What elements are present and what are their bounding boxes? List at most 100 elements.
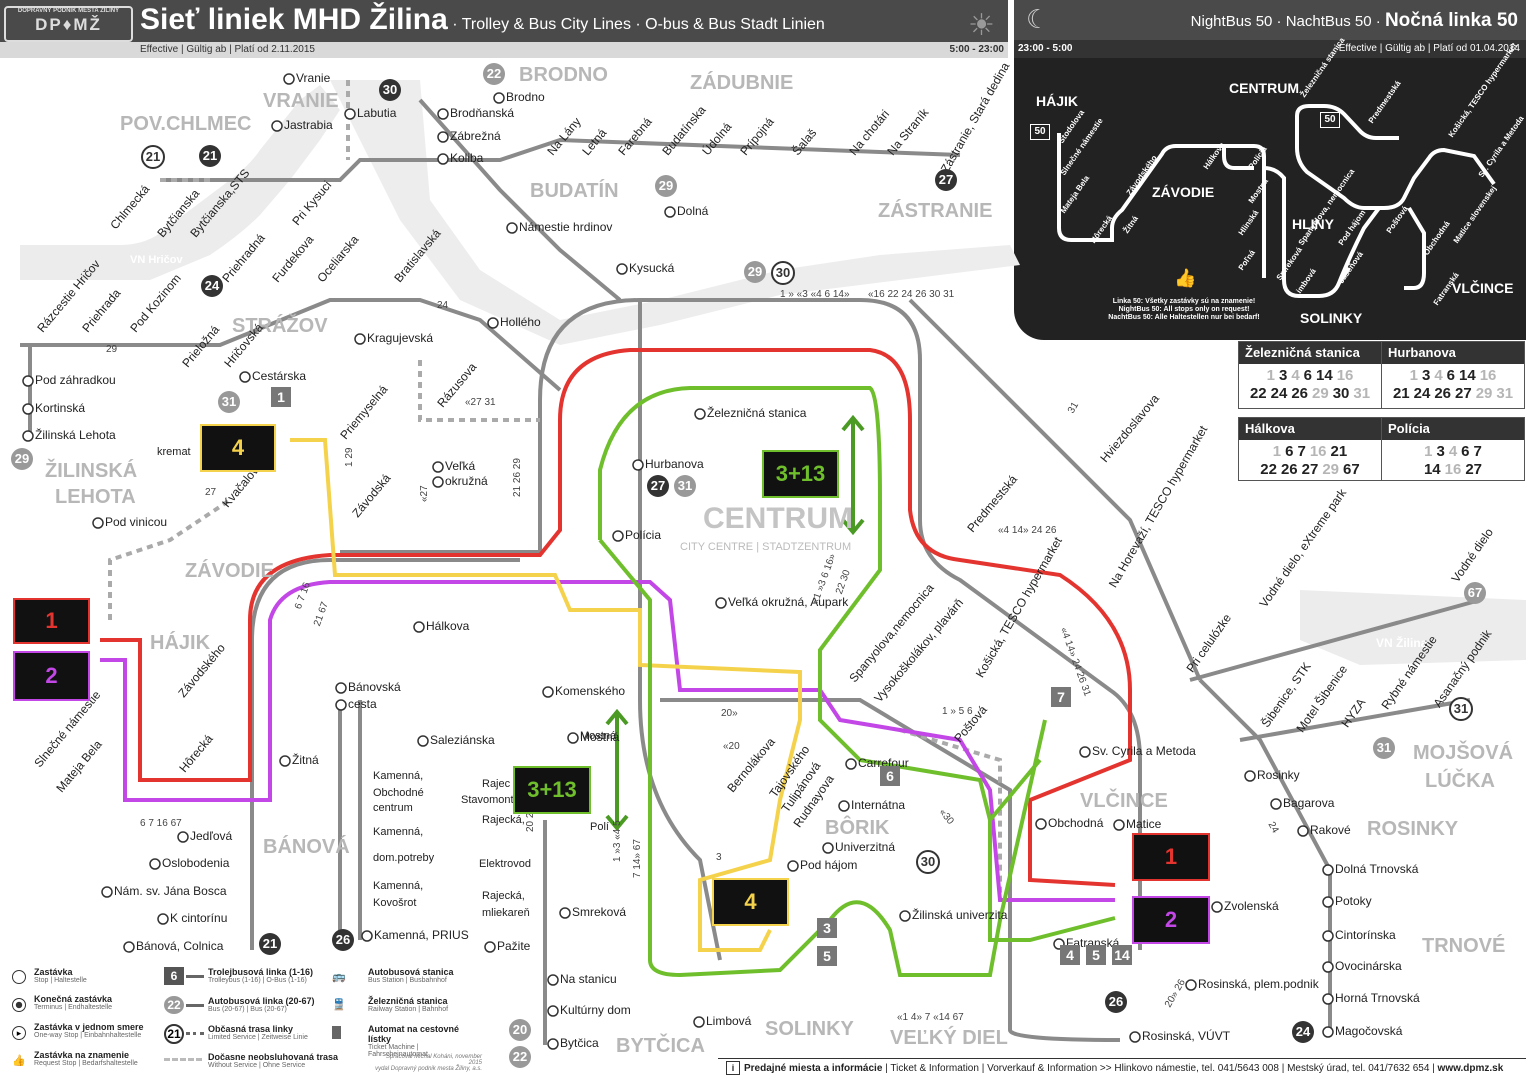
stop-label[interactable]: Pri Kysuci xyxy=(289,178,335,228)
stop-dot[interactable] xyxy=(437,153,449,165)
stop-dot[interactable] xyxy=(493,92,505,104)
stop-dot[interactable] xyxy=(22,403,34,415)
stop-label[interactable]: Prípojná xyxy=(737,114,777,158)
stop-dot[interactable] xyxy=(838,800,850,812)
stop-label[interactable]: Smreková xyxy=(572,905,627,919)
stop-label[interactable]: Na Straník xyxy=(884,105,932,158)
stop-dot[interactable] xyxy=(361,930,373,942)
stop-label[interactable]: Bytčianska,STS xyxy=(187,166,253,240)
stop-dot[interactable] xyxy=(506,222,518,234)
stop-dot[interactable] xyxy=(1244,770,1256,782)
stop-label[interactable]: Brodno xyxy=(506,90,545,104)
stop-label[interactable]: Jastrabia xyxy=(284,118,333,132)
stop-label[interactable]: Rakové xyxy=(1310,823,1351,837)
stop-label[interactable]: Vranie xyxy=(296,71,331,85)
stop-label[interactable]: Kortinská xyxy=(35,401,86,415)
stop-dot[interactable] xyxy=(1322,1026,1334,1038)
stop-dot[interactable] xyxy=(1322,930,1334,942)
stop-dot[interactable] xyxy=(559,907,571,919)
stop-label[interactable]: Zástranie, Stará dedina xyxy=(937,59,1013,175)
stop-dot[interactable] xyxy=(177,831,189,843)
stop-label[interactable]: Nám. sv. Jána Bosca xyxy=(114,884,227,898)
stop-label[interactable]: Magočovská xyxy=(1335,1024,1403,1038)
stop-label[interactable]: Na Lány xyxy=(544,114,584,158)
stop-label[interactable]: Žitná xyxy=(292,753,319,767)
stop-label[interactable]: Obchodná xyxy=(1048,816,1104,830)
stop-label[interactable]: Zábrežná xyxy=(450,129,501,143)
stop-label[interactable]: Železničná stanica xyxy=(707,406,807,420)
stop-label[interactable]: Žilinská univerzita xyxy=(912,908,1008,922)
stop-label[interactable]: cesta xyxy=(348,697,377,711)
stop-label[interactable]: Komenského xyxy=(555,684,626,698)
stop-dot[interactable] xyxy=(547,1038,559,1050)
stop-label[interactable]: Pod hájom xyxy=(800,858,858,872)
stop-dot[interactable] xyxy=(542,686,554,698)
stop-label[interactable]: Oceliarska xyxy=(314,232,362,285)
stop-label[interactable]: Závodská xyxy=(349,471,394,520)
stop-dot[interactable] xyxy=(1322,961,1334,973)
stop-label[interactable]: Bytčica xyxy=(560,1036,599,1050)
stop-dot[interactable] xyxy=(271,120,283,132)
stop-label[interactable]: Veľká okružná, Aupark xyxy=(728,595,849,609)
stop-dot[interactable] xyxy=(149,858,161,870)
stop-label[interactable]: Veľká xyxy=(445,459,476,473)
stop-dot[interactable] xyxy=(279,755,291,767)
stop-label[interactable]: Rosinská, VÚVT xyxy=(1142,1029,1231,1043)
stop-dot[interactable] xyxy=(437,131,449,143)
stop-label[interactable]: Prieložná xyxy=(179,322,223,370)
stop-label[interactable]: okružná xyxy=(445,474,488,488)
stop-dot[interactable] xyxy=(432,461,444,473)
stop-dot[interactable] xyxy=(354,333,366,345)
stop-dot[interactable] xyxy=(432,476,444,488)
stop-label[interactable]: Ovocinárska xyxy=(1335,959,1402,973)
stop-dot[interactable] xyxy=(1322,993,1334,1005)
stop-dot[interactable] xyxy=(101,886,113,898)
stop-label[interactable]: Rosinky xyxy=(1257,768,1300,782)
stop-dot[interactable] xyxy=(899,910,911,922)
stop-dot[interactable] xyxy=(1270,798,1282,810)
stop-label[interactable]: Vodné dielo xyxy=(1448,525,1496,585)
stop-dot[interactable] xyxy=(123,941,135,953)
stop-dot[interactable] xyxy=(694,408,706,420)
stop-label[interactable]: Bagarova xyxy=(1283,796,1335,810)
stop-dot[interactable] xyxy=(787,860,799,872)
stop-label[interactable]: Priehradná xyxy=(219,231,268,285)
stop-dot[interactable] xyxy=(335,682,347,694)
stop-dot[interactable] xyxy=(157,913,169,925)
stop-label[interactable]: Pod vinicou xyxy=(105,515,168,529)
stop-dot[interactable] xyxy=(547,974,559,986)
stop-label[interactable]: Pod záhradkou xyxy=(35,373,116,387)
stop-label[interactable]: Hviezdoslavova xyxy=(1097,391,1163,465)
stop-dot[interactable] xyxy=(664,206,676,218)
stop-label[interactable]: Šalaš xyxy=(789,125,820,158)
stop-label[interactable]: Matice xyxy=(1126,817,1162,831)
stop-label[interactable]: Potoky xyxy=(1335,894,1372,908)
stop-dot[interactable] xyxy=(22,430,34,442)
stop-dot[interactable] xyxy=(1322,896,1334,908)
stop-label[interactable]: Kamenná, PRIUS xyxy=(374,928,469,942)
stop-label[interactable]: Furdekova xyxy=(269,232,317,285)
stop-dot[interactable] xyxy=(693,1016,705,1028)
stop-label[interactable]: Žilinská Lehota xyxy=(35,428,116,442)
stop-dot[interactable] xyxy=(417,735,429,747)
stop-label[interactable]: Limbová xyxy=(706,1014,752,1028)
stop-label[interactable]: Mostná xyxy=(580,730,620,744)
stop-label[interactable]: Hôrecká xyxy=(176,731,216,775)
stop-dot[interactable] xyxy=(1297,825,1309,837)
stop-label[interactable]: Údolná xyxy=(699,119,735,158)
stop-label[interactable]: Bánovská xyxy=(348,680,401,694)
stop-dot[interactable] xyxy=(487,317,499,329)
stop-label[interactable]: Pod Kozinom xyxy=(127,271,184,335)
stop-label[interactable]: Letná xyxy=(579,125,610,158)
stop-dot[interactable] xyxy=(1035,818,1047,830)
stop-dot[interactable] xyxy=(1322,864,1334,876)
stop-label[interactable]: Vodné dielo, eXtreme park xyxy=(1256,486,1350,610)
stop-dot[interactable] xyxy=(484,941,496,953)
website-link[interactable]: www.dpmz.sk xyxy=(1437,1063,1504,1074)
stop-dot[interactable] xyxy=(1211,901,1223,913)
stop-label[interactable]: Cestárska xyxy=(252,369,307,383)
stop-label[interactable]: Bánová, Colnica xyxy=(136,939,224,953)
stop-label[interactable]: Pažite xyxy=(497,939,531,953)
stop-label[interactable]: Na stanicu xyxy=(560,972,617,986)
stop-label[interactable]: K cintorínu xyxy=(170,911,228,925)
